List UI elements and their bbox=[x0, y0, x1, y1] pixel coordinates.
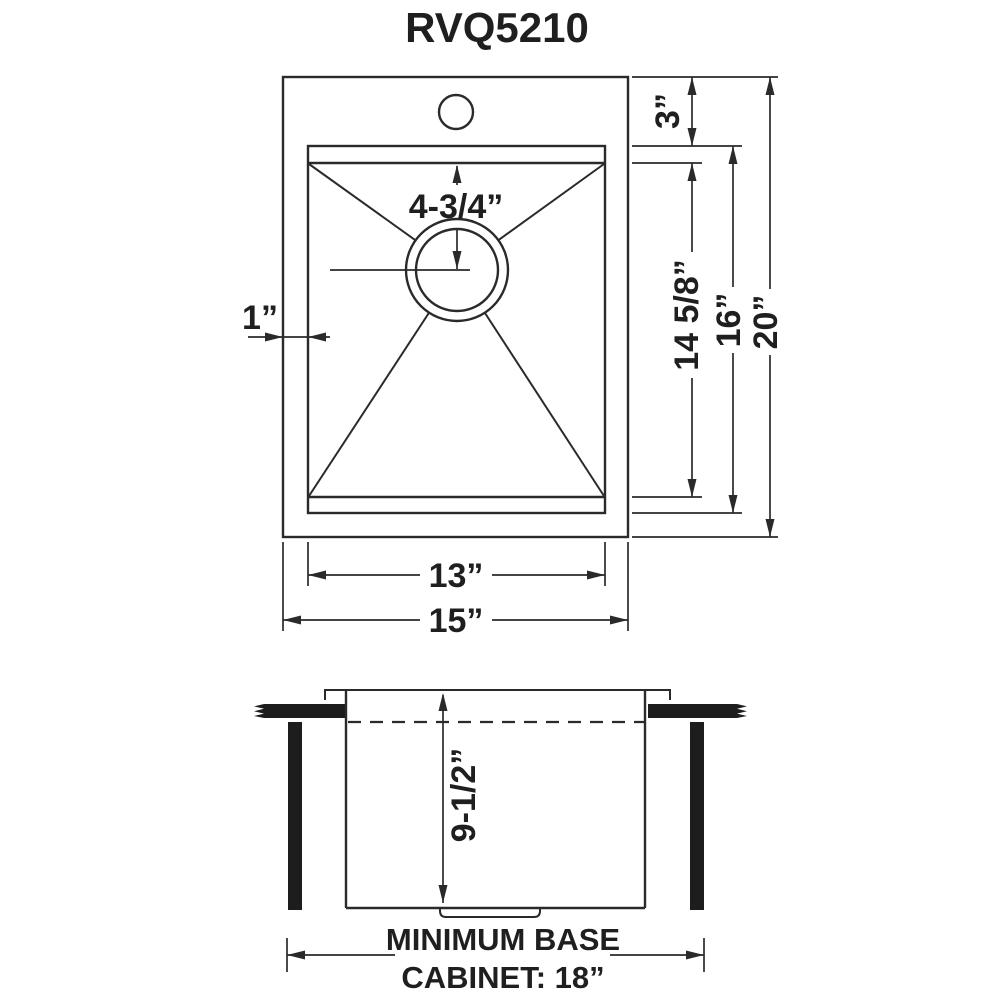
arrowhead-up bbox=[687, 163, 697, 181]
top-view: 4-3/4” 1” 13” bbox=[242, 75, 785, 640]
bowl-outline bbox=[306, 144, 607, 515]
dimension-min-cabinet: MINIMUM BASE CABINET: 18” bbox=[286, 922, 705, 995]
dimension-bowl-width: 13” bbox=[308, 557, 605, 595]
dim-label-bowl-width: 13” bbox=[429, 557, 484, 595]
arrowhead-up bbox=[765, 77, 775, 95]
arrowhead-up bbox=[438, 693, 448, 711]
arrowhead-down bbox=[687, 128, 697, 146]
dim-label-drain-offset: 4-3/4” bbox=[409, 188, 504, 226]
cabinet-note-line1: MINIMUM BASE bbox=[386, 922, 620, 957]
countertop-right bbox=[648, 704, 747, 718]
arrowhead-right bbox=[265, 332, 283, 342]
right-extension-lines bbox=[632, 76, 778, 538]
arrowhead-left bbox=[308, 570, 326, 580]
arrowhead-left bbox=[308, 332, 326, 342]
model-title: RVQ5210 bbox=[405, 4, 589, 51]
arrowhead-down bbox=[452, 251, 462, 269]
dim-label-bowl-depth: 9-1/2” bbox=[445, 748, 483, 843]
arrowhead-left bbox=[283, 615, 301, 625]
arrowhead-up bbox=[452, 165, 462, 183]
dim-label-rim-to-bowl: 3” bbox=[649, 93, 687, 129]
arrowhead-right bbox=[610, 615, 628, 625]
arrowhead-down bbox=[438, 885, 448, 903]
dim-label-overall-width: 15” bbox=[429, 602, 484, 640]
dimension-rim-inset: 1” bbox=[242, 299, 330, 342]
dim-label-bowl-outer-length: 16” bbox=[710, 293, 748, 348]
dim-label-rim-inset: 1” bbox=[242, 299, 278, 337]
countertop-left bbox=[254, 704, 345, 718]
arrowhead-left bbox=[287, 950, 305, 960]
bottom-extension-lines bbox=[282, 542, 629, 631]
outer-rim-outline bbox=[281, 75, 630, 539]
arrowhead-right bbox=[587, 570, 605, 580]
cabinet-wall-right bbox=[690, 722, 704, 910]
dimension-overall-length: 20” bbox=[747, 77, 785, 537]
cabinet-wall-left bbox=[288, 722, 302, 910]
dimension-bowl-outer-length: 16” bbox=[710, 146, 748, 513]
rim-flange-profile bbox=[324, 689, 671, 700]
dim-label-overall-length: 20” bbox=[747, 295, 785, 350]
arrowhead-down bbox=[687, 479, 697, 497]
faucet-hole bbox=[437, 93, 475, 131]
dim-label-bowl-inner-length: 14 5/8” bbox=[668, 259, 706, 371]
cabinet-note-line2: CABINET: 18” bbox=[401, 960, 604, 995]
dimension-bowl-depth: 9-1/2” bbox=[438, 693, 483, 903]
dimension-overall-width: 15” bbox=[283, 602, 628, 640]
arrowhead-up bbox=[728, 146, 738, 164]
drain-fitting bbox=[439, 908, 541, 918]
dimension-drain-offset: 4-3/4” bbox=[409, 165, 504, 269]
arrowhead-down bbox=[765, 519, 775, 537]
arrowhead-right bbox=[686, 950, 704, 960]
arrowhead-up bbox=[687, 77, 697, 95]
dimension-rim-to-bowl: 3” bbox=[649, 77, 697, 146]
dimension-bowl-inner-length: 14 5/8” bbox=[668, 163, 706, 497]
arrowhead-down bbox=[728, 495, 738, 513]
section-view: 9-1/2” MINIMUM BASE CABINET: 18” bbox=[254, 689, 747, 995]
